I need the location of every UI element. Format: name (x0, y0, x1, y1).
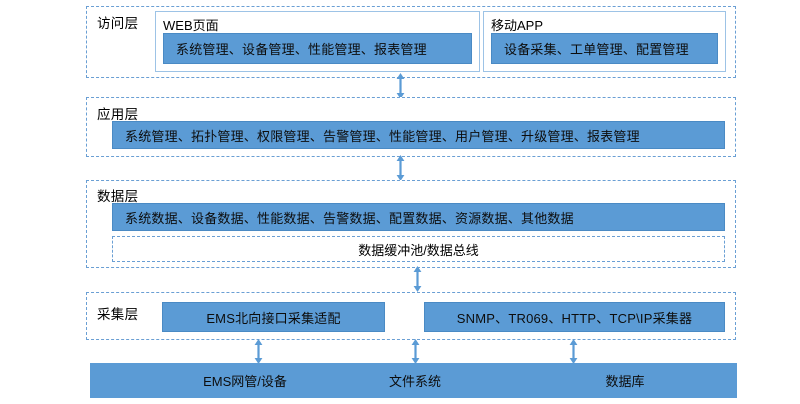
bar-web-modules: 系统管理、设备管理、性能管理、报表管理 (163, 33, 472, 64)
connector-application-to-data (396, 155, 405, 181)
bar-protocol-collectors: SNMP、TR069、HTTP、TCP\IP采集器 (424, 302, 725, 332)
bar-mobile-modules: 设备采集、工单管理、配置管理 (491, 33, 718, 64)
panel-mobile-title: 移动APP (491, 18, 544, 33)
bar-ems-north-adapter: EMS北向接口采集适配 (162, 302, 385, 332)
source-segment-database: 数据库 (605, 374, 645, 389)
source-segment-filesystem: 文件系统 (388, 374, 441, 389)
bar-data-bus: 数据缓冲池/数据总线 (112, 236, 725, 262)
bar-data-sources (90, 363, 737, 398)
connector-collection-to-source-3 (569, 339, 578, 364)
bar-application-modules: 系统管理、拓扑管理、权限管理、告警管理、性能管理、用户管理、升级管理、报表管理 (112, 121, 725, 149)
source-segment-ems: EMS网管/设备 (203, 374, 287, 389)
panel-web-title: WEB页面 (163, 18, 219, 33)
layer-access-label: 访问层 (97, 16, 139, 31)
connector-access-to-application (396, 73, 405, 99)
layer-collection-label: 采集层 (97, 307, 139, 322)
connector-collection-to-source-2 (411, 339, 420, 364)
connector-collection-to-source-1 (254, 339, 263, 364)
layer-application-label: 应用层 (97, 107, 139, 122)
layer-data-label: 数据层 (97, 189, 139, 204)
bar-data-types: 系统数据、设备数据、性能数据、告警数据、配置数据、资源数据、其他数据 (112, 203, 725, 231)
connector-data-to-collection (413, 266, 422, 292)
